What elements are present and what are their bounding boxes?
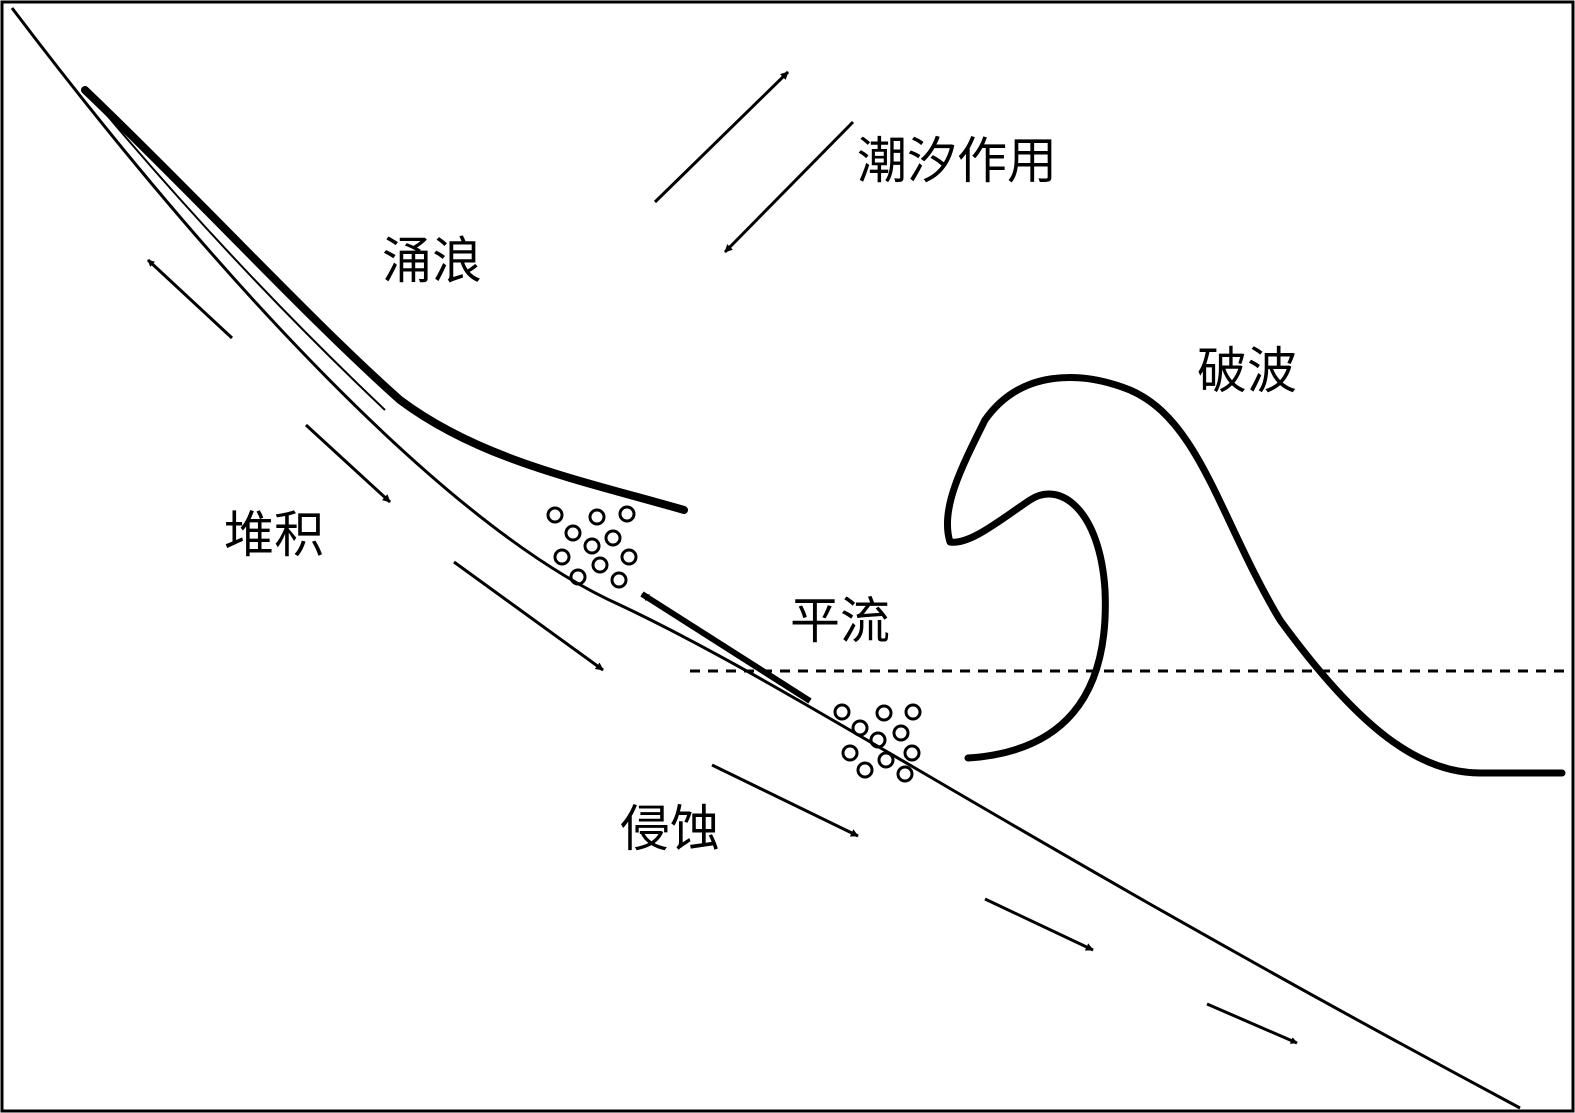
seabed-slope-line [10,7,1521,1110]
erosion-label: 侵蚀 [620,800,720,858]
tidal-arrow-up [653,70,790,204]
swell-curve [81,86,688,514]
swell-label: 涌浪 [382,232,482,290]
advection-label: 平流 [790,592,890,650]
sediment-cluster-lower [833,703,922,783]
advection-arrow [640,591,812,704]
backwash-arrow [146,258,234,340]
downslope-arrow-2 [453,560,604,672]
slope-inner-line [89,94,386,411]
breaking-wave-label: 破波 [1197,342,1297,400]
tidal-arrow-down [723,120,855,254]
downslope-arrow-3 [711,763,859,838]
sediment-cluster-upper [546,505,638,589]
downslope-arrow-1 [304,423,392,504]
breaking-wave-curve [943,374,1566,777]
tidal-action-label: 潮汐作用 [857,132,1057,190]
deposition-label: 堆积 [224,506,324,564]
downslope-arrow-4 [984,897,1094,952]
downslope-arrow-5 [1206,1002,1298,1045]
